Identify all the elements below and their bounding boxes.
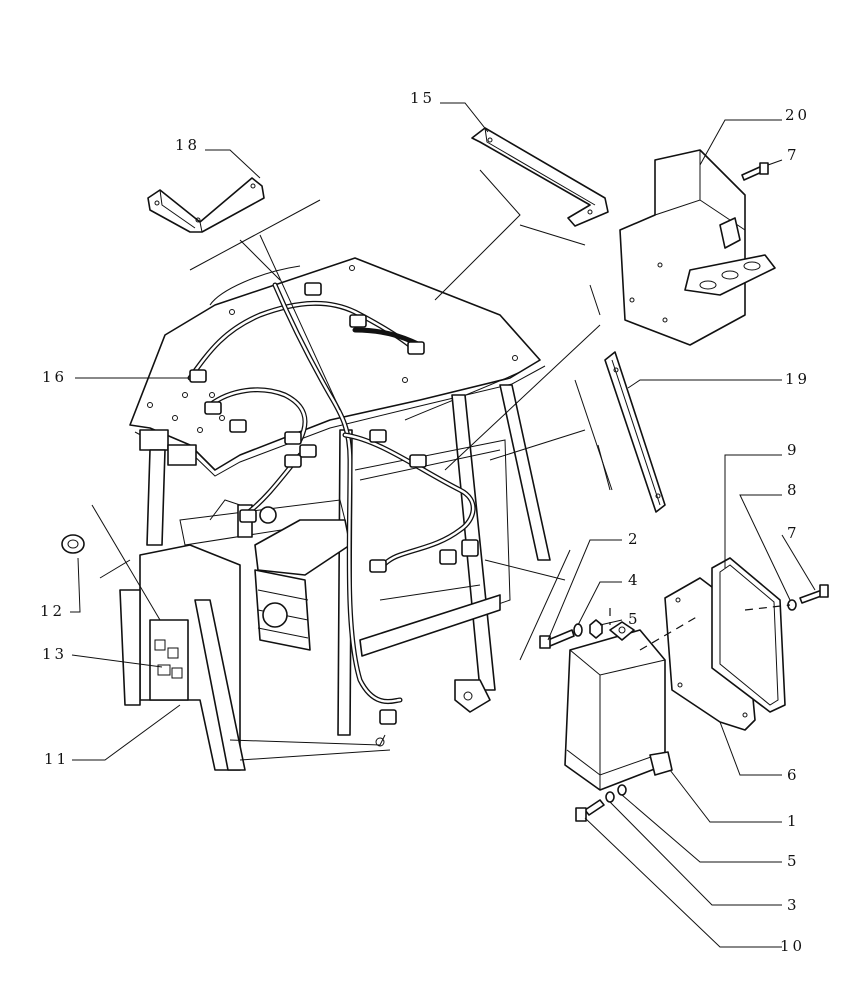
cab-frame <box>119 257 551 771</box>
callout-10: 10 <box>780 937 805 955</box>
callout-5-bottom: 5 <box>787 852 800 870</box>
part-4-washer <box>573 623 583 637</box>
harness-connectors <box>189 282 479 725</box>
callout-19: 19 <box>785 370 810 388</box>
switch-block <box>154 639 183 679</box>
callout-labels: 18 15 20 7 16 19 9 8 7 2 4 5 12 13 11 6 … <box>40 89 810 955</box>
callout-1: 1 <box>787 812 800 830</box>
callout-11: 11 <box>44 750 69 768</box>
callout-16: 16 <box>42 368 67 386</box>
part-20-cover-box <box>619 149 776 346</box>
part-10-bolt <box>575 799 605 822</box>
callout-5-top: 5 <box>628 610 641 628</box>
part-9-gasket <box>711 557 786 713</box>
callout-12: 12 <box>40 602 65 620</box>
part-12-grommet <box>61 534 85 554</box>
roof-holes <box>147 265 518 433</box>
part-7-bolt-top <box>741 162 769 181</box>
part-5-washer-bottom <box>617 784 627 796</box>
callout-15: 15 <box>410 89 435 107</box>
callout-3: 3 <box>787 896 800 914</box>
wiring-harness <box>187 282 479 725</box>
callout-18: 18 <box>175 136 200 154</box>
part-5-nut-top <box>589 619 603 639</box>
callout-2: 2 <box>628 530 641 548</box>
part-7-bolt-right <box>799 584 829 604</box>
callout-7-top: 7 <box>787 146 800 164</box>
assembly-lines <box>609 604 791 651</box>
callout-7-right: 7 <box>787 524 800 542</box>
part-15-long-bracket <box>471 127 609 227</box>
callout-4: 4 <box>628 571 641 589</box>
callout-9: 9 <box>787 441 800 459</box>
part-18-angle-bracket <box>147 177 265 233</box>
callout-8: 8 <box>787 481 800 499</box>
part-3-washer <box>605 791 615 803</box>
leader-lines <box>70 102 816 948</box>
callout-6: 6 <box>787 766 800 784</box>
callout-13: 13 <box>42 645 67 663</box>
part-1-control-unit <box>564 621 673 791</box>
part-2-bolt <box>539 629 575 649</box>
callout-20: 20 <box>785 106 810 124</box>
part-19-strip <box>604 351 666 513</box>
